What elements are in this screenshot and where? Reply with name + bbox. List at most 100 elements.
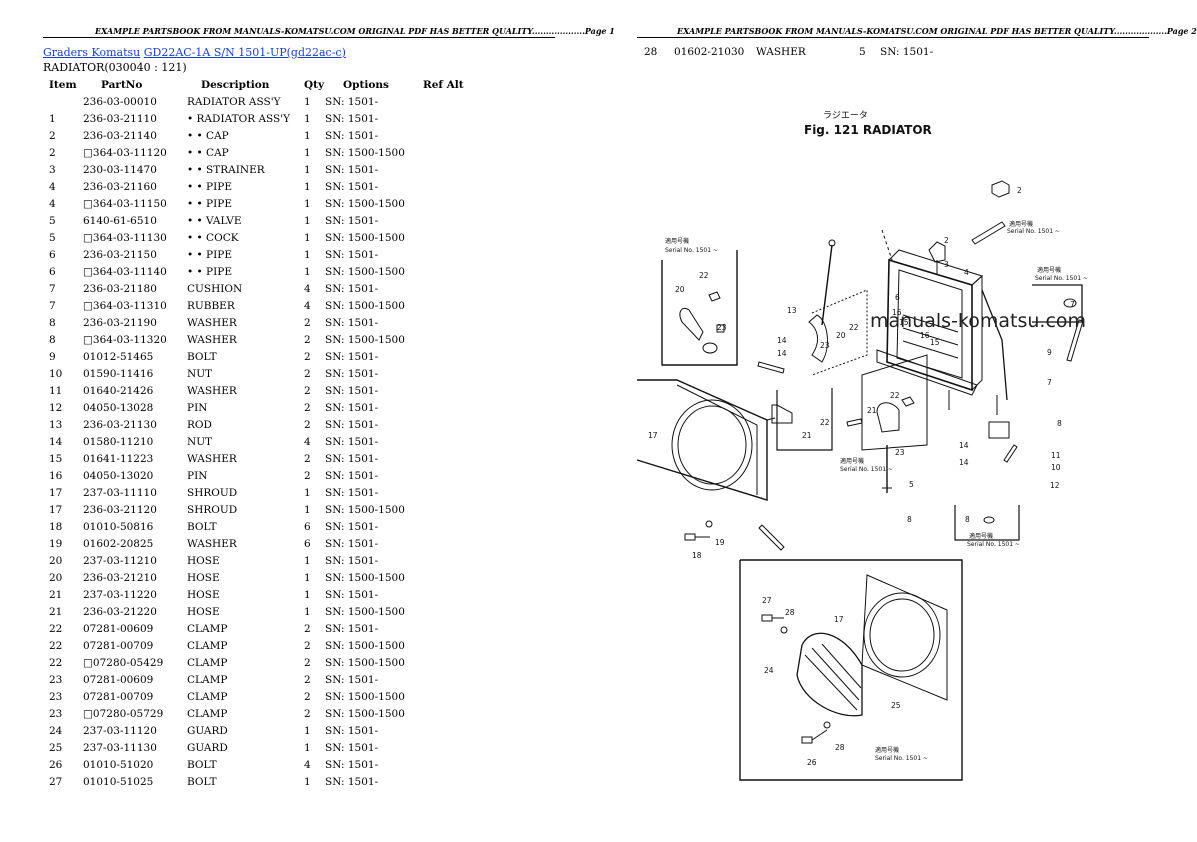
cell-item: 22 [49,622,63,635]
cell-description: • • COCK [187,231,239,244]
svg-text:9: 9 [1047,348,1052,357]
cell-options: SN: 1500-1500 [325,707,405,720]
svg-text:14: 14 [777,336,787,345]
breadcrumb-category-link[interactable]: Graders Komatsu [43,46,141,59]
cell-refalt [423,484,473,501]
cell-qty: 6 [304,537,311,550]
cell-description: SHROUD [187,486,238,499]
cell-refalt [423,314,473,331]
cell-qty: 4 [304,282,311,295]
cell-item: 1 [49,112,56,125]
cell-options: SN: 1501- [325,282,379,295]
svg-text:27: 27 [762,596,772,605]
svg-text:適用号機: 適用号機 [969,532,993,540]
cell-qty: 1 [304,197,311,210]
cell-item: 15 [49,452,63,465]
cell-description: CUSHION [187,282,243,295]
cell-description: CLAMP [187,673,228,686]
cell-partno: □364-03-11150 [83,197,167,210]
cell-options: SN: 1501- [325,775,379,788]
cell-description: HOSE [187,605,220,618]
cell-options: SN: 1500-1500 [325,265,405,278]
col-refalt: Ref Alt [423,79,464,91]
cell-item: 23 [49,690,63,703]
cell-qty: 2 [304,622,311,635]
svg-text:Serial No. 1501 ~: Serial No. 1501 ~ [1035,275,1088,282]
cell-partno: 01010-50816 [83,520,154,533]
cell-qty: 2 [304,707,311,720]
cell-item: 17 [49,486,63,499]
cell-description: SHROUD [187,503,238,516]
cell-refalt [423,518,473,535]
svg-text:14: 14 [777,349,787,358]
cell-options: SN: 1500-1500 [325,503,405,516]
cell-partno: 01012-51465 [83,350,154,363]
cell-refalt [423,382,473,399]
cell-qty: 2 [304,350,311,363]
cell-partno: □07280-05429 [83,656,164,669]
cell-description: BOLT [187,775,217,788]
svg-text:適用号機: 適用号機 [875,746,899,754]
cell-options: SN: 1500-1500 [325,690,405,703]
svg-text:適用号機: 適用号機 [1037,266,1061,274]
cell-item: 22 [49,656,63,669]
cell-qty: 4 [304,758,311,771]
cell-qty: 1 [304,146,311,159]
cell-options: SN: 1501- [325,554,379,567]
cell-item: 3 [49,163,56,176]
cell-description: • • VALVE [187,214,242,227]
cell-partno: 236-03-21150 [83,248,157,261]
cell-item: 13 [49,418,63,431]
cell-item: 7 [49,299,56,312]
cell-qty: 2 [304,333,311,346]
cell-partno: 01590-11416 [83,367,154,380]
cell-partno: 04050-13028 [83,401,154,414]
cell-options: SN: 1501- [325,401,379,414]
svg-text:4: 4 [964,268,969,277]
cell-item: 20 [49,554,63,567]
cell-refalt [423,620,473,637]
cell-description: BOLT [187,758,217,771]
cell-qty: 1 [304,605,311,618]
breadcrumb-model-link[interactable]: GD22AC-1A S/N 1501-UP(gd22ac-c) [143,46,346,59]
cell-qty: 1 [304,571,311,584]
cell-refalt [423,365,473,382]
svg-text:適用号機: 適用号機 [665,237,689,245]
cell-qty: 1 [304,214,311,227]
cell-description: • • PIPE [187,197,233,210]
cell-item: 19 [49,537,63,550]
cell-partno: 07281-00609 [83,673,154,686]
cell-qty: 2 [304,401,311,414]
cell-partno: 07281-00609 [83,622,154,635]
cell-description: • • CAP [187,146,229,159]
cell-options: SN: 1501- [325,316,379,329]
svg-text:2: 2 [1017,186,1022,195]
svg-text:5: 5 [909,480,914,489]
cell-description: GUARD [187,741,228,754]
cell-item: 6 [49,265,56,278]
cell-refalt [423,93,473,110]
svg-text:23: 23 [820,341,830,350]
cell-qty: 1 [304,503,311,516]
col-qty: Qty [304,79,325,91]
cell-partno: 237-03-11220 [83,588,157,601]
cell-item [43,93,81,110]
svg-text:12: 12 [1050,481,1060,490]
svg-text:25: 25 [891,701,901,710]
svg-text:適用号機: 適用号機 [1009,220,1033,228]
cell-item: 28 [644,46,658,58]
inset-hoses-center [771,289,928,451]
svg-text:15: 15 [899,318,909,327]
cell-qty: 2 [304,367,311,380]
cell-refalt [423,229,473,246]
page-header: EXAMPLE PARTSBOOK FROM MANUALS-KOMATSU.C… [95,26,615,36]
